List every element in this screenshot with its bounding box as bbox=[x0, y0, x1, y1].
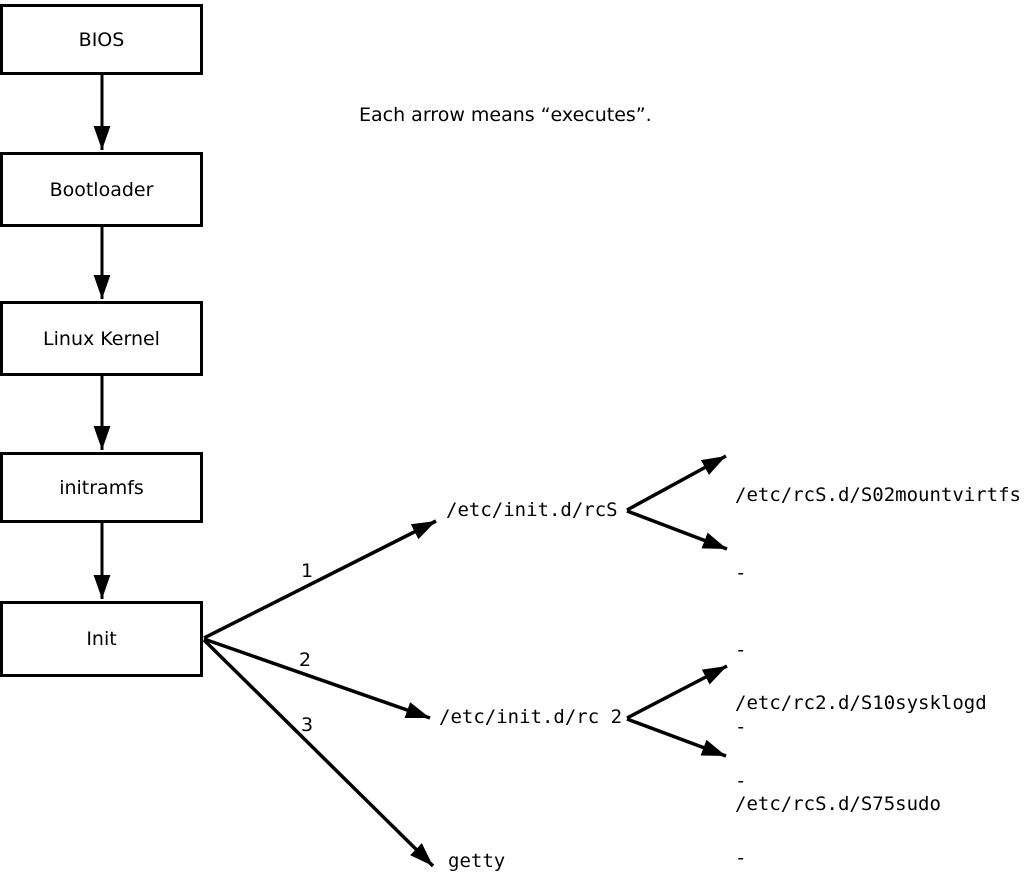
script-list-item: /etc/rcS.d/S02mountvirtfs bbox=[735, 484, 1021, 507]
node-label: BIOS bbox=[78, 28, 125, 51]
arrow-init-to-rcS bbox=[203, 519, 437, 640]
node-bootloader: Bootloader bbox=[0, 152, 203, 227]
script-list-item: - bbox=[735, 846, 747, 869]
script-list-item: /etc/rcS.d/S75sudo bbox=[735, 792, 941, 815]
branch-number-3: 3 bbox=[300, 714, 314, 736]
node-label: Linux Kernel bbox=[43, 327, 160, 350]
arrow-rcS-to-S75sudo bbox=[626, 509, 728, 551]
script-list-item: - bbox=[735, 638, 747, 661]
rc2-script-list: /etc/rc2.d/S10sysklogd - - - /etc/rc2.d/… bbox=[735, 640, 987, 875]
node-bios: BIOS bbox=[0, 4, 203, 75]
script-list-item: /etc/rc2.d/S10sysklogd bbox=[735, 692, 987, 715]
rcS-script-list: /etc/rcS.d/S02mountvirtfs - - - /etc/rcS… bbox=[735, 432, 1021, 869]
branch-number-2: 2 bbox=[298, 649, 312, 671]
script-list-item: - bbox=[735, 561, 747, 584]
label-etc-init-d-rc2: /etc/init.d/rc 2 bbox=[439, 706, 623, 728]
arrow-init-to-getty bbox=[202, 638, 435, 868]
arrow-rcS-to-S02mountvirtfs bbox=[626, 454, 727, 512]
node-linux-kernel: Linux Kernel bbox=[0, 301, 203, 376]
label-etc-init-d-rcS: /etc/init.d/rcS bbox=[446, 499, 618, 521]
arrow-rc2-to-S99gdm bbox=[626, 717, 727, 758]
script-list-item: - bbox=[735, 769, 747, 792]
script-list-item: - bbox=[735, 715, 747, 738]
label-getty: getty bbox=[448, 850, 506, 872]
arrow-rc2-to-S10sysklogd bbox=[626, 664, 728, 720]
node-init: Init bbox=[0, 601, 203, 677]
node-initramfs: initramfs bbox=[0, 452, 203, 523]
arrow-init-to-rc2 bbox=[203, 637, 431, 720]
node-label: Bootloader bbox=[49, 178, 154, 201]
node-label: Init bbox=[86, 628, 117, 650]
branch-number-1: 1 bbox=[300, 560, 314, 582]
node-label: initramfs bbox=[59, 476, 144, 499]
caption: Each arrow means “executes”. bbox=[359, 104, 652, 126]
